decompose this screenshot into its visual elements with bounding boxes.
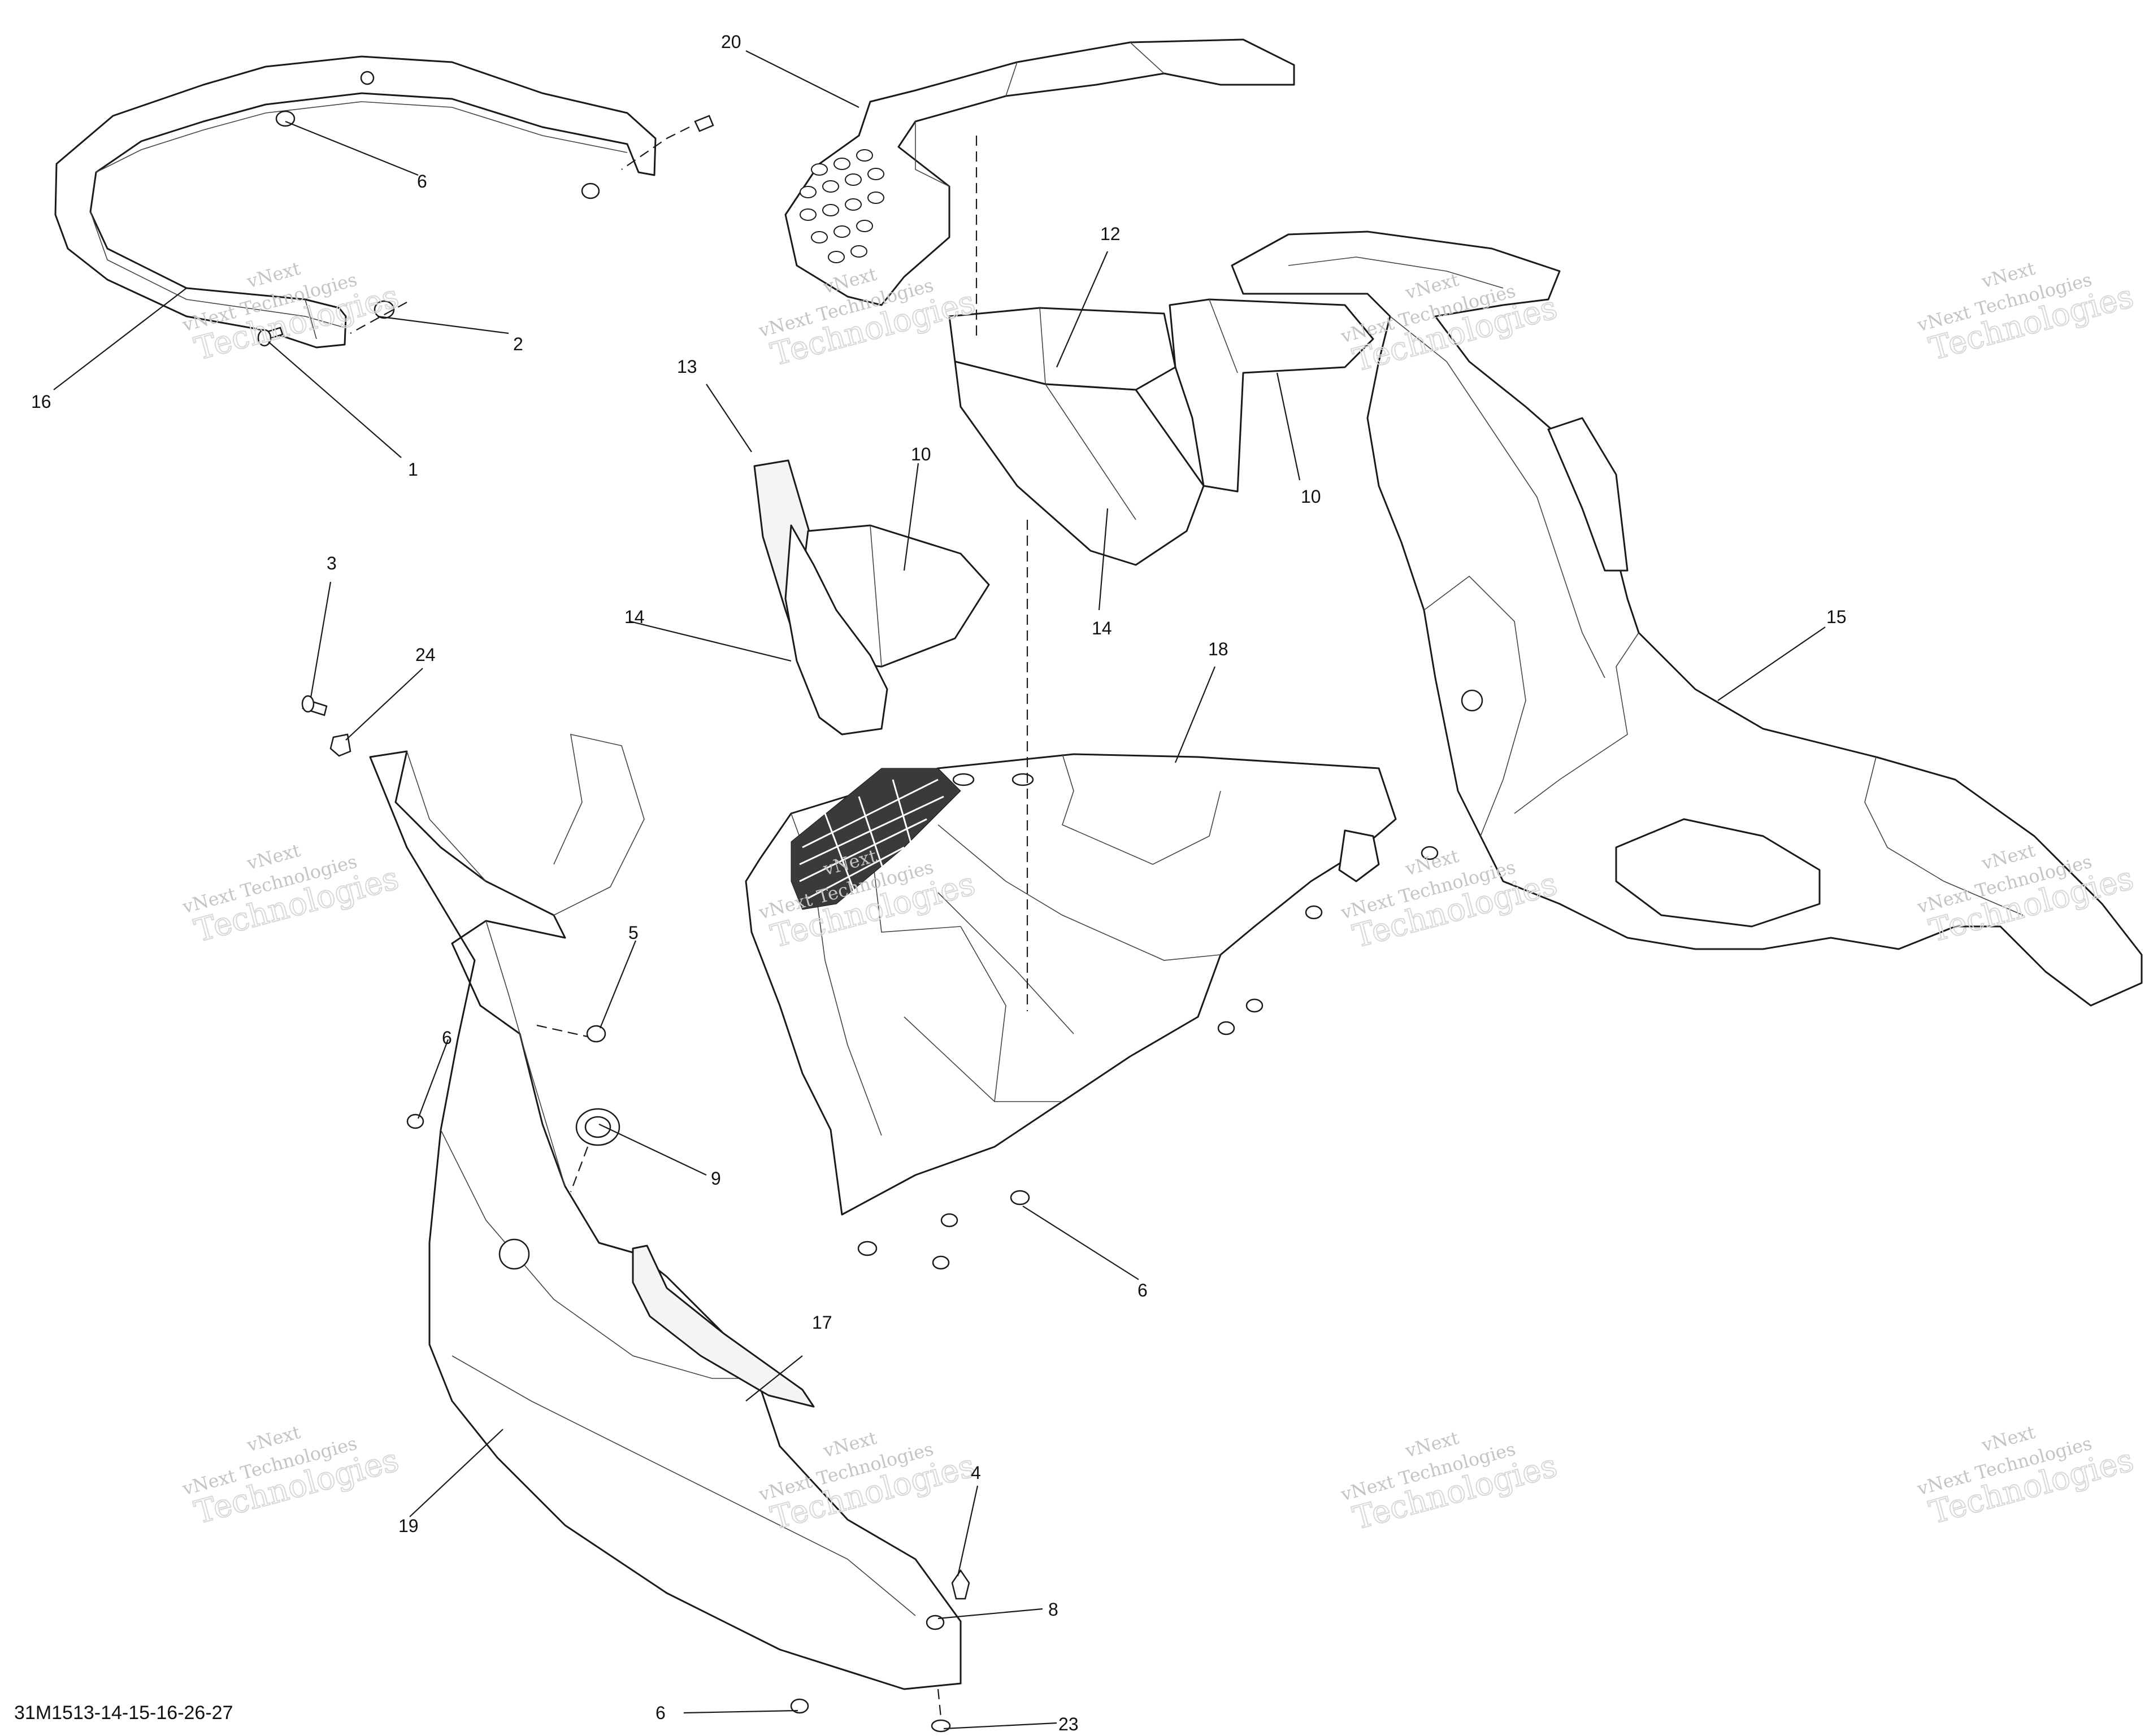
cap-6-top	[275, 110, 296, 127]
callout-19: 19	[398, 1516, 419, 1536]
callout-24: 24	[415, 645, 436, 665]
callout-14-left: 14	[624, 607, 645, 627]
duct-cover-10-right	[1169, 298, 1374, 493]
callout-10-right: 10	[1301, 486, 1321, 507]
callout-6-left: 6	[442, 1028, 452, 1048]
callout-15: 15	[1826, 607, 1847, 627]
vent-panel-20	[784, 38, 1295, 306]
callout-12: 12	[1100, 224, 1121, 244]
callout-6-bottom: 6	[655, 1703, 666, 1723]
watermark-4: vNext vNext Technologies Technologies	[1914, 258, 2138, 368]
screw-1	[257, 327, 284, 347]
callout-20: 20	[721, 32, 741, 52]
callout-4: 4	[971, 1463, 981, 1483]
console-18	[745, 753, 1397, 1216]
deflector-14-right	[954, 360, 1205, 566]
side-panel-19	[369, 733, 962, 1690]
callout-labels: 20 6 2 1 16 12 13 10 10 14 14 18 15 3 24…	[31, 32, 1847, 1734]
assembly-axes	[350, 127, 1028, 1718]
watermark-5: vNext vNext Technologies Technologies	[180, 839, 403, 950]
callout-10-left: 10	[911, 444, 931, 464]
callout-14-right: 14	[1092, 618, 1112, 638]
callout-2: 2	[513, 334, 523, 354]
callout-13: 13	[677, 356, 697, 377]
side-panel-15	[1231, 230, 2143, 1007]
callout-23: 23	[1058, 1714, 1079, 1734]
callout-18: 18	[1208, 639, 1228, 659]
drawing-code: 31M1513-14-15-16-26-27	[14, 1702, 233, 1724]
callout-9: 9	[711, 1168, 721, 1189]
leader-lines	[53, 50, 1826, 1730]
watermark-11: vNext vNext Technologies Technologies	[1338, 1427, 1561, 1538]
handle-bar-16	[54, 55, 657, 349]
fastener-top-right	[581, 115, 714, 199]
callout-17: 17	[812, 1312, 832, 1333]
callout-1: 1	[408, 459, 418, 480]
callout-5: 5	[628, 923, 639, 943]
watermark-9: vNext vNext Technologies Technologies	[180, 1421, 403, 1532]
callout-3: 3	[327, 553, 337, 573]
callout-16: 16	[31, 391, 51, 412]
callout-8: 8	[1048, 1599, 1058, 1620]
watermark-12: vNext vNext Technologies Technologies	[1914, 1421, 2138, 1532]
hardware-19	[301, 695, 970, 1733]
trim-strip-17	[632, 1245, 815, 1408]
callout-6-centre: 6	[1138, 1280, 1148, 1300]
nut-2	[374, 300, 395, 319]
deflector-14-left	[784, 524, 888, 736]
callout-6-top: 6	[417, 171, 427, 192]
clips-18	[857, 846, 1439, 1270]
